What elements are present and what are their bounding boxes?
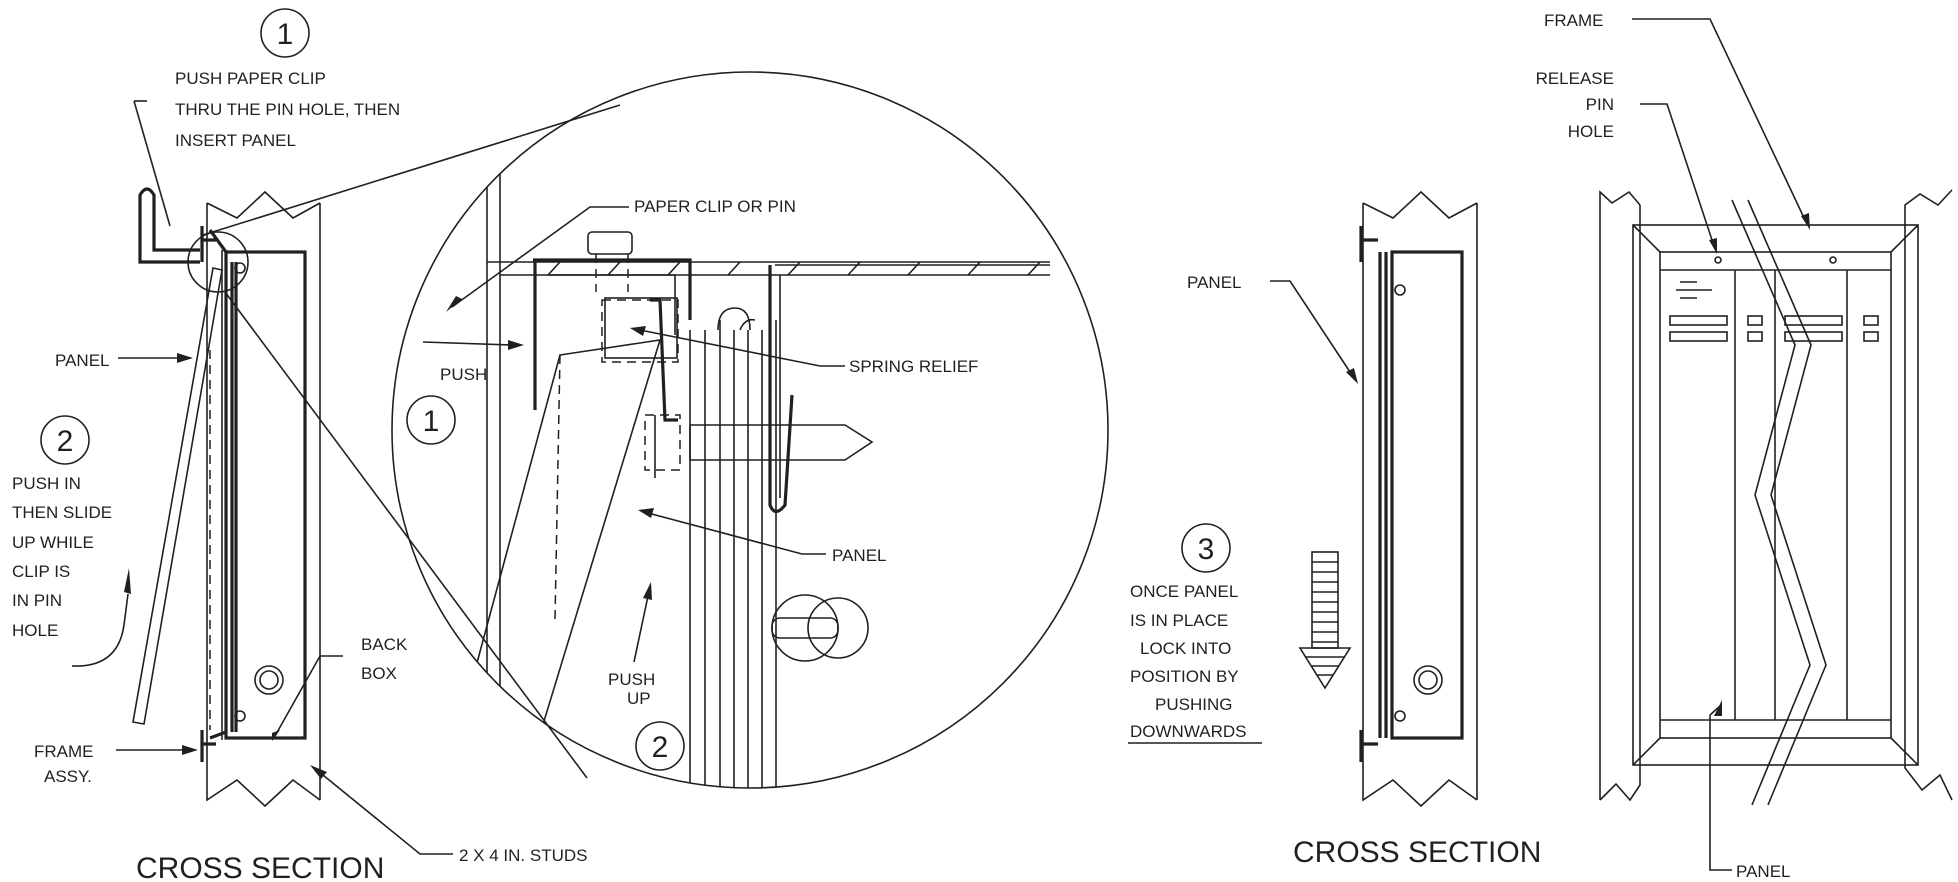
step2-line-6: HOLE [12, 621, 58, 640]
step2-number: 2 [57, 425, 74, 458]
left-frame-bracket-bottom [200, 730, 227, 762]
step1-badge [260, 8, 310, 58]
release-line-3: HOLE [1568, 122, 1614, 141]
left-panel-label: PANEL [55, 351, 110, 370]
left-frame-bracket-top [200, 226, 228, 262]
push-up-line-2: UP [627, 689, 651, 708]
detail-panel-label: PANEL [832, 546, 887, 565]
push-label: PUSH [440, 365, 487, 384]
right-cross-section-title: CROSS SECTION [1293, 836, 1541, 869]
studs-label: 2 X 4 IN. STUDS [459, 846, 587, 865]
detail-magnified-view [202, 71, 1109, 789]
step3-line-5: PUSHING [1155, 695, 1232, 714]
frame-assy-line-2: ASSY. [44, 767, 92, 786]
front-view [1599, 18, 1953, 871]
release-pin-hole-icon [1714, 256, 1722, 264]
release-line-1: RELEASE [1536, 69, 1614, 88]
left-cross-section-title: CROSS SECTION [136, 852, 384, 882]
detail-badge-1-number: 1 [423, 405, 440, 438]
detail-badge-1 [406, 395, 456, 445]
step2-line-3: UP WHILE [12, 533, 94, 552]
step3-line-4: POSITION BY [1130, 667, 1239, 686]
paper-clip-label: PAPER CLIP OR PIN [634, 197, 796, 216]
release-line-2: PIN [1586, 95, 1614, 114]
step3-line-1: ONCE PANEL [1130, 582, 1238, 601]
right-cross-section [1128, 190, 1478, 808]
detail-badge-2 [635, 721, 685, 771]
step2-line-4: CLIP IS [12, 562, 70, 581]
step1-number: 1 [277, 18, 294, 51]
spring-relief-label: SPRING RELIEF [849, 357, 978, 376]
left-knockout [254, 665, 284, 695]
left-tilted-panel [132, 267, 223, 725]
front-frame [1632, 224, 1919, 766]
right-panel-label: PANEL [1187, 273, 1242, 292]
frame-assy-line-1: FRAME [34, 742, 94, 761]
detail-tilted-panel [438, 339, 662, 788]
slide-up-arrow [71, 593, 129, 667]
detail-callout-circle [187, 231, 249, 293]
step2-line-2: THEN SLIDE [12, 503, 112, 522]
frame-label: FRAME [1544, 11, 1604, 30]
step2-badge [40, 415, 90, 465]
front-break-line [1731, 199, 1827, 806]
left-stud-wall [206, 190, 321, 808]
step3-number: 3 [1198, 533, 1215, 566]
left-cross-section [71, 100, 453, 855]
step3-line-6: DOWNWARDS [1130, 722, 1246, 741]
step2-line-1: PUSH IN [12, 474, 81, 493]
step3-badge [1181, 523, 1231, 573]
push-down-arrow [1298, 551, 1352, 690]
paper-clip-icon [138, 187, 200, 264]
left-back-box [224, 250, 307, 740]
step3-line-2: IS IN PLACE [1130, 611, 1228, 630]
back-box-line-2: BOX [361, 664, 397, 683]
step3-line-3: LOCK INTO [1140, 639, 1231, 658]
back-box-line-1: BACK [361, 635, 408, 654]
step1-line-1: PUSH PAPER CLIP [175, 69, 326, 88]
step1-line-2: THRU THE PIN HOLE, THEN [175, 100, 400, 119]
push-up-line-1: PUSH [608, 670, 655, 689]
front-panel-label: PANEL [1736, 862, 1791, 881]
step2-line-5: IN PIN [12, 591, 62, 610]
detail-badge-2-number: 2 [652, 731, 669, 764]
step1-line-3: INSERT PANEL [175, 131, 296, 150]
detail-circle [391, 71, 1109, 789]
